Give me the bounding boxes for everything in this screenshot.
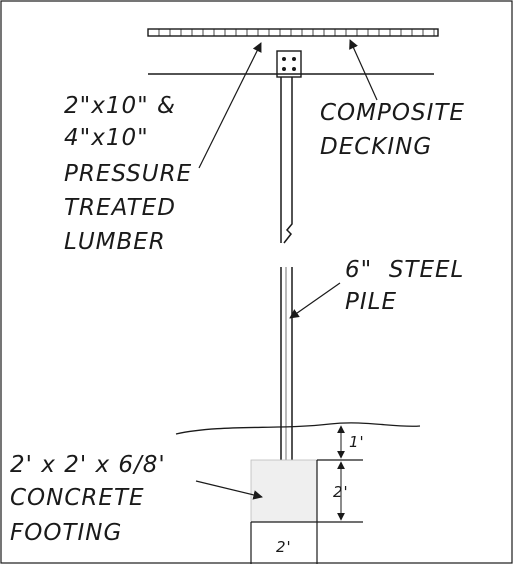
decking-label-line-1: COMPOSITE xyxy=(320,100,465,126)
grade-line xyxy=(175,422,421,435)
decking-leader-arrow xyxy=(349,39,378,101)
concrete-footing xyxy=(250,459,363,564)
composite-decking xyxy=(147,28,439,37)
lumber-label-line-1: 2"x10" & xyxy=(64,93,176,119)
lumber-leader-arrow xyxy=(198,42,262,169)
pile-leader-arrow xyxy=(289,282,341,319)
pile-label: 6" STEEL PILE xyxy=(345,257,464,315)
footing-label: 2' x 2' x 6/8' CONCRETE FOOTING xyxy=(10,452,166,546)
footing-label-line-3: FOOTING xyxy=(10,520,122,546)
lumber-label-line-4: TREATED xyxy=(64,195,176,221)
decking-label: COMPOSITE DECKING xyxy=(320,100,465,160)
wood-post xyxy=(280,77,293,244)
dimension-footing-width: 2' xyxy=(276,538,292,556)
dimension-footing-depth: 2' xyxy=(333,483,349,501)
footing-label-line-2: CONCRETE xyxy=(10,485,145,511)
lumber-label-line-3: PRESSURE xyxy=(64,161,192,187)
dimension-above-grade: 1' xyxy=(349,433,365,451)
pile-label-line-1: 6" STEEL xyxy=(345,257,464,283)
decking-label-line-2: DECKING xyxy=(320,134,432,160)
lumber-label-line-2: 4"x10" xyxy=(64,125,149,151)
footing-leader-arrow xyxy=(195,480,263,500)
lumber-label-line-5: LUMBER xyxy=(64,229,166,255)
footing-label-line-1: 2' x 2' x 6/8' xyxy=(10,452,166,478)
pile-label-line-2: PILE xyxy=(345,289,397,315)
lumber-label: 2"x10" & 4"x10" PRESSURE TREATED LUMBER xyxy=(64,93,192,255)
post-bracket xyxy=(276,50,302,78)
